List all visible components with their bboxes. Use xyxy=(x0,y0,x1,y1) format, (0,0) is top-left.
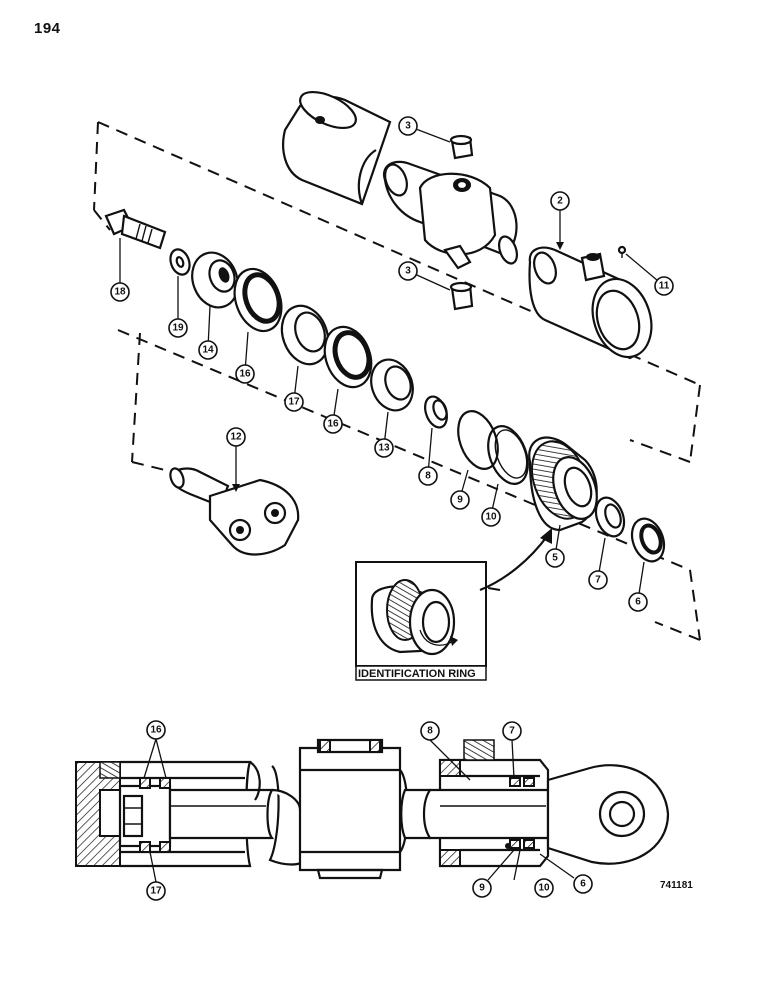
backup-ring xyxy=(487,425,529,485)
callout-10: 10 xyxy=(481,507,501,527)
cylinder-head-tube xyxy=(528,246,653,360)
callout-5: 5 xyxy=(545,548,565,568)
page-number: 194 xyxy=(34,20,61,37)
section-callout-16: 16 xyxy=(146,720,166,740)
callout-18: 18 xyxy=(110,282,130,302)
svg-text:9: 9 xyxy=(479,883,485,894)
callout-17: 17 xyxy=(284,392,304,412)
bolt xyxy=(104,208,167,250)
section-callouts: 16 17 8 7 9 10 6 xyxy=(143,720,593,901)
inset-arrowhead xyxy=(540,528,552,544)
grease-fitting xyxy=(617,245,627,258)
callout-11: 11 xyxy=(654,276,674,296)
callout-12: 12 xyxy=(226,427,246,447)
identification-ring-inset: IDENTIFICATION RING xyxy=(355,561,487,681)
callout-16a: 16 xyxy=(235,364,255,384)
svg-text:17: 17 xyxy=(150,886,162,897)
piston-seal-inner xyxy=(323,325,373,389)
callout-9: 9 xyxy=(450,490,470,510)
svg-text:18: 18 xyxy=(114,287,126,298)
callout-13: 13 xyxy=(374,438,394,458)
figure-reference-number: 741181 xyxy=(660,880,693,891)
callout-14: 14 xyxy=(198,340,218,360)
callout-8: 8 xyxy=(418,466,438,486)
callout-2: 2 xyxy=(550,191,570,211)
barrel-tube xyxy=(282,90,392,206)
svg-text:6: 6 xyxy=(635,597,641,608)
svg-text:2: 2 xyxy=(557,196,563,207)
svg-text:12: 12 xyxy=(230,432,242,443)
callout-19: 19 xyxy=(168,318,188,338)
svg-text:16: 16 xyxy=(327,419,339,430)
inset-arrow xyxy=(479,534,549,592)
washer-hole xyxy=(175,256,185,268)
svg-text:8: 8 xyxy=(427,726,433,737)
sectional-view xyxy=(75,738,670,880)
svg-text:3: 3 xyxy=(405,266,411,277)
rod-spacer xyxy=(370,358,414,412)
callout-6: 6 xyxy=(628,592,648,612)
section-callout-6: 6 xyxy=(573,874,593,894)
callout-7: 7 xyxy=(588,570,608,590)
wiper-seal xyxy=(630,517,666,563)
svg-text:3: 3 xyxy=(405,121,411,132)
cross-tube-body xyxy=(382,160,519,270)
callout-3b: 3 xyxy=(398,261,418,281)
wear-ring xyxy=(424,395,448,429)
svg-text:10: 10 xyxy=(538,883,550,894)
section-callout-8: 8 xyxy=(420,721,440,741)
callout-16b: 16 xyxy=(323,414,343,434)
svg-text:8: 8 xyxy=(425,471,431,482)
svg-text:10: 10 xyxy=(485,512,497,523)
svg-text:13: 13 xyxy=(378,443,390,454)
svg-text:16: 16 xyxy=(150,725,162,736)
piston-spacer xyxy=(191,251,239,309)
svg-text:17: 17 xyxy=(288,397,300,408)
svg-text:7: 7 xyxy=(595,575,601,586)
o-ring xyxy=(457,410,499,470)
section-callout-10: 10 xyxy=(534,878,554,898)
rod-seal xyxy=(594,496,626,538)
svg-text:6: 6 xyxy=(580,879,586,890)
svg-text:7: 7 xyxy=(509,726,515,737)
section-callout-17: 17 xyxy=(146,881,166,901)
piston-seal-outer xyxy=(233,267,283,333)
svg-text:11: 11 xyxy=(659,281,670,292)
svg-text:14: 14 xyxy=(202,345,214,356)
svg-text:5: 5 xyxy=(552,553,558,564)
svg-text:16: 16 xyxy=(239,369,251,380)
piston xyxy=(280,304,330,366)
callout-3a: 3 xyxy=(398,116,418,136)
exploded-callouts: 3 3 2 11 18 19 14 16 17 16 13 8 9 10 5 7… xyxy=(110,116,674,612)
svg-text:19: 19 xyxy=(172,323,184,334)
inset-caption: IDENTIFICATION RING xyxy=(358,668,476,680)
piston-rod-clevis xyxy=(169,467,300,556)
svg-text:9: 9 xyxy=(457,495,463,506)
bushing-upper xyxy=(449,134,474,160)
section-callout-7: 7 xyxy=(502,721,522,741)
gland xyxy=(528,436,598,532)
section-callout-9: 9 xyxy=(472,878,492,898)
bushing-lower xyxy=(449,281,474,311)
